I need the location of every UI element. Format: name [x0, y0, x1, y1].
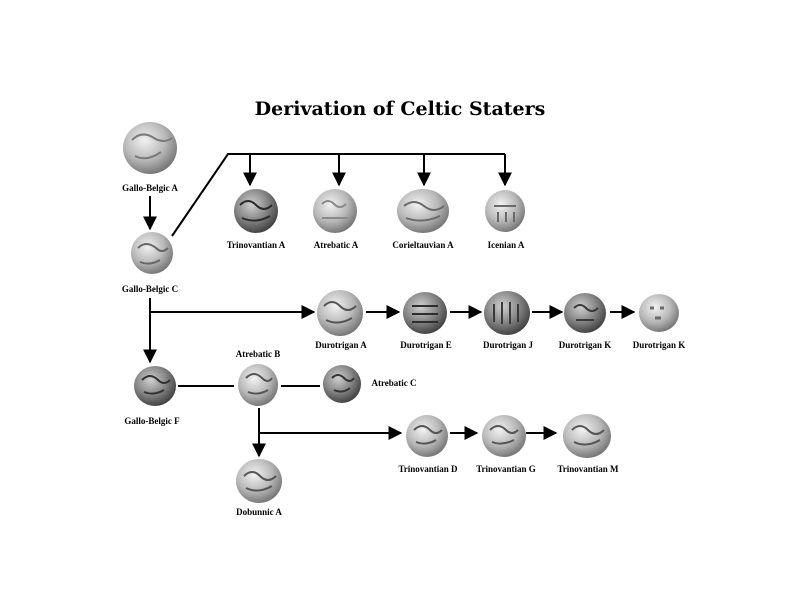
- coin-atrebatic-c: [323, 365, 361, 403]
- line-gbC-branch: [171, 153, 505, 237]
- label-atrebatic-a: Atrebatic A: [313, 240, 359, 250]
- label-corieltauvian-a: Corieltauvian A: [392, 240, 454, 250]
- coin-dobunnic-a: [236, 459, 282, 503]
- coin-durotrigan-e: [403, 292, 447, 334]
- diagram-title: Derivation of Celtic Staters: [254, 98, 546, 120]
- label-gallo-belgic-c: Gallo-Belgic C: [121, 284, 179, 294]
- coin-gallo-belgic-c: [131, 232, 173, 274]
- coin-gallo-belgic-a: [123, 122, 177, 174]
- coin-durotrigan-k-1: [564, 293, 606, 333]
- label-atrebatic-b: Atrebatic B: [235, 349, 281, 359]
- coin-icenian-a: [485, 190, 525, 232]
- label-durotrigan-a: Durotrigan A: [315, 340, 367, 350]
- label-icenian-a: Icenian A: [487, 240, 525, 250]
- coin-trinovantian-a: [234, 189, 278, 233]
- label-durotrigan-e: Durotrigan E: [400, 340, 452, 350]
- label-gallo-belgic-f: Gallo-Belgic F: [124, 416, 180, 426]
- coin-durotrigan-k-2: [639, 294, 679, 332]
- label-trinovantian-d: Trinovantian D: [398, 464, 458, 474]
- label-dobunnic-a: Dobunnic A: [236, 507, 282, 517]
- coins: [123, 122, 679, 503]
- label-durotrigan-k-1: Durotrigan K: [558, 340, 612, 350]
- label-trinovantian-g: Trinovantian G: [476, 464, 536, 474]
- connectors: [143, 153, 636, 458]
- coin-trinovantian-d: [406, 415, 448, 457]
- coin-corieltauvian-a: [397, 189, 449, 233]
- coin-durotrigan-j: [484, 291, 530, 335]
- coin-trinovantian-m: [563, 414, 611, 458]
- coin-durotrigan-a: [317, 290, 363, 336]
- label-durotrigan-j: Durotrigan J: [482, 340, 534, 350]
- label-trinovantian-m: Trinovantian M: [557, 464, 619, 474]
- label-atrebatic-c: Atrebatic C: [371, 378, 417, 388]
- line-gbC-durotrigan: [149, 298, 316, 319]
- coin-atrebatic-a: [313, 189, 357, 233]
- label-gallo-belgic-a: Gallo-Belgic A: [122, 183, 178, 193]
- coin-gallo-belgic-f: [134, 366, 176, 406]
- coin-atrebatic-b: [238, 364, 278, 406]
- label-durotrigan-k-2: Durotrigan K: [632, 340, 686, 350]
- coin-trinovantian-g: [482, 415, 526, 457]
- label-trinovantian-a: Trinovantian A: [226, 240, 286, 250]
